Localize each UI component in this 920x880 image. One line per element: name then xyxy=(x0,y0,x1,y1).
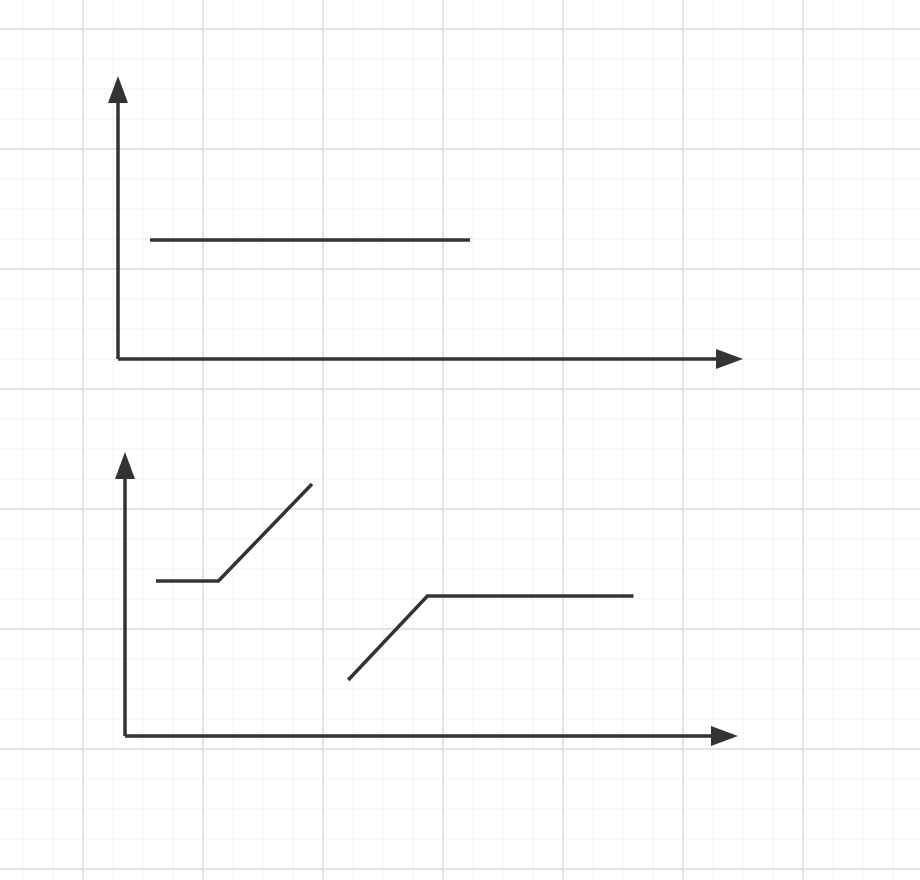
bottom-lower-ramp xyxy=(346,594,634,682)
top-plot xyxy=(108,76,743,369)
bottom-x-axis-arrowhead xyxy=(711,726,738,746)
top-y-axis-arrowhead xyxy=(108,76,128,103)
bottom-upper-ramp xyxy=(156,482,314,583)
bottom-plot xyxy=(115,452,738,746)
top-x-axis-arrowhead xyxy=(716,349,743,369)
bottom-y-axis-arrowhead xyxy=(115,452,135,479)
